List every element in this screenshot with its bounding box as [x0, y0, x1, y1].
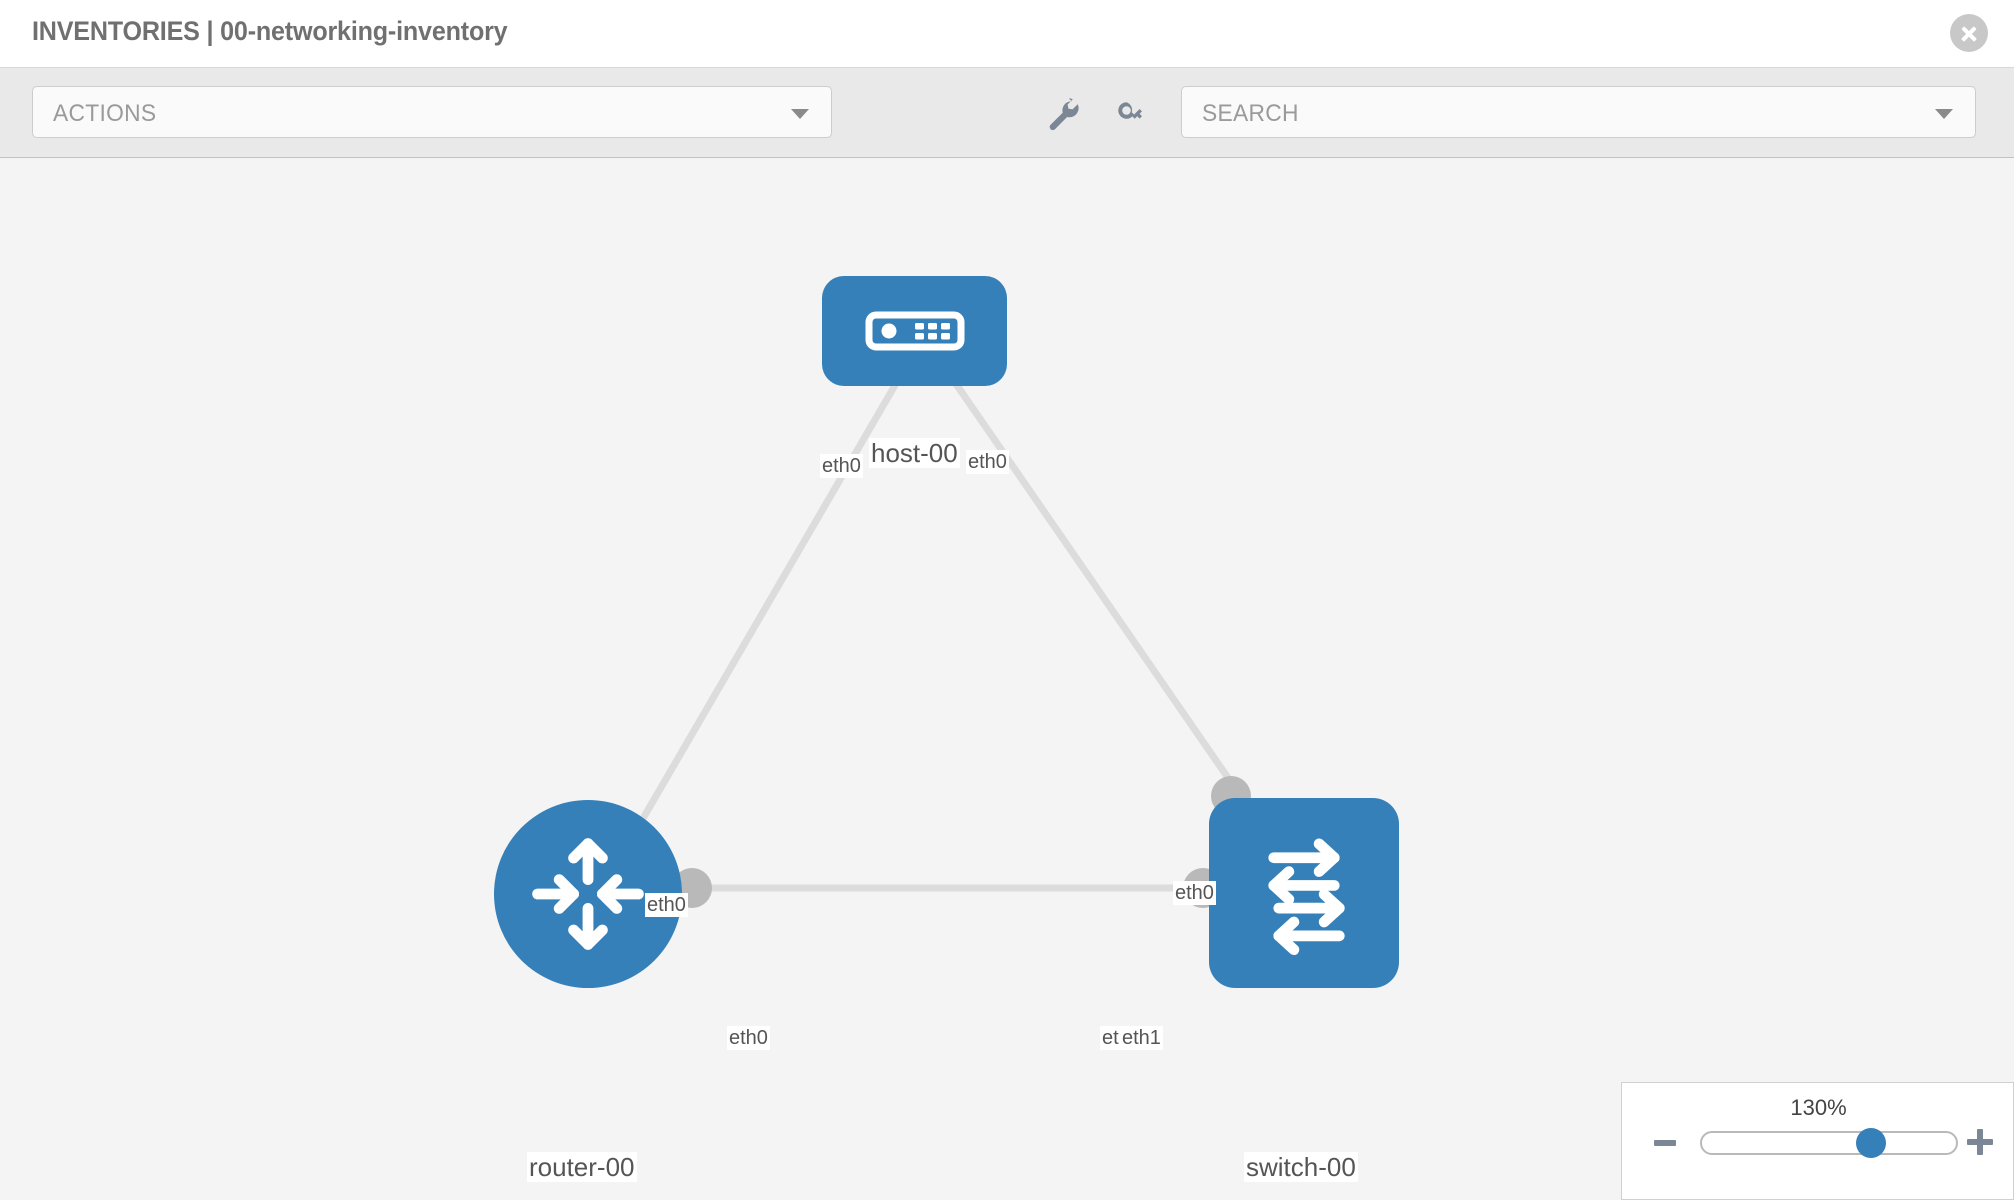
link-host00-router00: [616, 366, 909, 860]
iface-label-host00-eth0-right: eth0: [966, 450, 1009, 474]
actions-dropdown-label: ACTIONS: [53, 100, 157, 127]
server-icon: [865, 311, 965, 351]
iface-label-router00-eth0-uplink: eth0: [645, 893, 688, 917]
chevron-down-icon: [791, 109, 809, 119]
zoom-out-button[interactable]: [1654, 1140, 1676, 1146]
search-placeholder: SEARCH: [1202, 100, 1299, 127]
actions-dropdown[interactable]: ACTIONS: [32, 86, 832, 138]
switch-arrows-icon: [1268, 838, 1345, 956]
zoom-slider-track[interactable]: [1700, 1131, 1958, 1155]
search-input[interactable]: SEARCH: [1181, 86, 1976, 138]
zoom-in-button[interactable]: [1967, 1129, 1993, 1155]
node-label-switch-00: switch-00: [1244, 1152, 1358, 1182]
topology-canvas[interactable]: host-00 eth0 eth0 router-00 e: [0, 158, 2014, 1200]
chevron-down-icon: [1935, 109, 1953, 119]
node-router-00[interactable]: [494, 800, 682, 988]
node-switch-00-shape: [1209, 798, 1399, 988]
node-host-00-shape: [822, 276, 1007, 386]
close-icon[interactable]: [1950, 14, 1988, 52]
iface-label-host00-eth0-left: eth0: [820, 454, 863, 478]
router-arrows-icon: [532, 838, 644, 950]
node-host-00[interactable]: [822, 276, 1007, 386]
iface-label-switch00-eth1: eth1: [1120, 1026, 1163, 1050]
node-label-router-00: router-00: [527, 1152, 637, 1182]
topology-links: [616, 366, 1238, 892]
iface-label-switch00-eth0-uplink: eth0: [1173, 881, 1216, 905]
link-host00-switch00: [942, 366, 1238, 790]
node-switch-00[interactable]: [1209, 798, 1399, 988]
page-title: INVENTORIES | 00-networking-inventory: [32, 16, 508, 46]
page-header: INVENTORIES | 00-networking-inventory: [0, 0, 2014, 68]
iface-label-router00-eth0: eth0: [727, 1026, 770, 1050]
wrench-icon[interactable]: [1046, 98, 1080, 132]
plus-icon-vertical: [1977, 1129, 1983, 1155]
key-icon[interactable]: [1114, 98, 1148, 132]
zoom-control-panel: 130%: [1621, 1082, 2014, 1200]
node-label-host-00: host-00: [869, 438, 960, 468]
toolbar: ACTIONS SEARCH: [0, 68, 2014, 158]
zoom-level-value: 130%: [1790, 1095, 1847, 1120]
zoom-slider-handle[interactable]: [1856, 1128, 1886, 1158]
